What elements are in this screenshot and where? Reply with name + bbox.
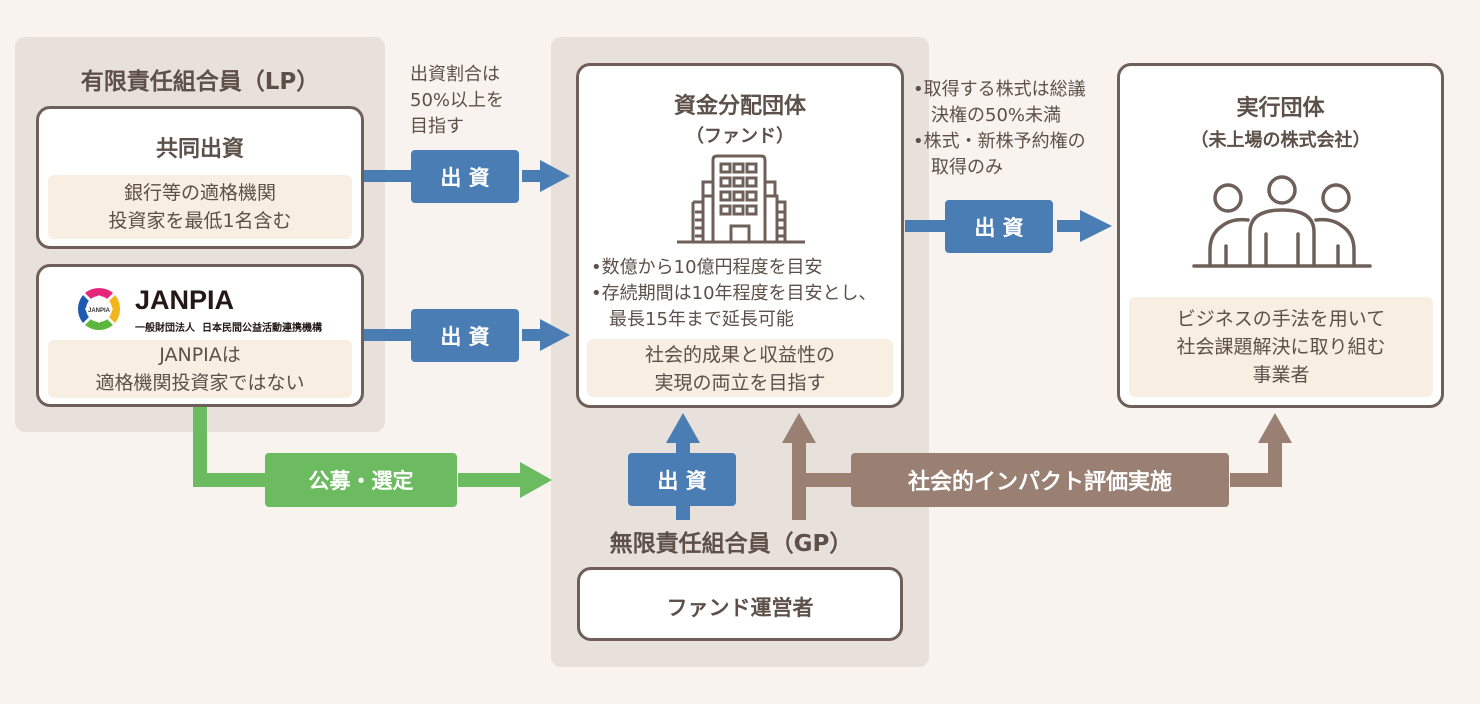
note-line: 投資家を最低1名含む (108, 210, 292, 232)
executor-title: 実行団体 (1236, 96, 1325, 121)
investment-ratio-note: 出資割合は 50%以上を 目指す (410, 62, 504, 140)
building-icon (677, 154, 805, 244)
arrow-fund-to-executor (905, 210, 1112, 242)
people-icon (1192, 175, 1372, 268)
arrow-selection (193, 405, 552, 498)
note-line: 社会的成果と収益性の (644, 344, 835, 366)
invest-label-executor: 出 資 (945, 200, 1053, 253)
joint-investment-card: 共同出資 銀行等の適格機関 投資家を最低1名含む (36, 106, 364, 249)
janpia-logo-subtitle: 一般財団法人 日本民間公益活動連携機構 (135, 323, 322, 334)
note-line: 決権の50%未満 (913, 105, 1062, 126)
janpia-logo: JANPIA JANPIA 一般財団法人 日本民間公益活動連携機構 (71, 281, 351, 337)
note-line: JANPIAは (159, 344, 241, 366)
note-line: 銀行等の適格機関 (123, 182, 276, 204)
janpia-note: JANPIAは 適格機関投資家ではない (48, 340, 352, 398)
arrow-joint-to-fund (360, 160, 570, 192)
bullet-item: •存続期間は10年程度を目安とし、 (591, 283, 877, 304)
note-line: •株式・新株予約権の (913, 131, 1086, 152)
note-line: 実現の両立を目指す (654, 372, 826, 394)
joint-investment-title: 共同出資 (155, 137, 244, 162)
lp-title: 有限責任組合員（LP） (80, 69, 320, 95)
invest-label-janpia: 出 資 (411, 309, 519, 362)
bullet-item: •数億から10億円程度を目安 (591, 257, 823, 278)
fund-manager-label: ファンド運営者 (666, 596, 814, 620)
fund-manager-card: ファンド運営者 (577, 567, 903, 641)
arrow-impact (782, 413, 1292, 520)
share-note: •取得する株式は総議 決権の50%未満 •株式・新株予約権の 取得のみ (913, 77, 1086, 181)
note-line: 事業者 (1252, 364, 1310, 386)
note-line: ビジネスの手法を用いて (1176, 308, 1386, 330)
note-line: •取得する株式は総議 (913, 79, 1086, 100)
selection-label: 公募・選定 (265, 453, 457, 507)
note-line: 目指す (410, 116, 464, 137)
logo-badge-text: JANPIA (88, 308, 111, 314)
executor-card: 実行団体 （未上場の株式会社） ビジネスの手法を用いて 社会課題解決に取り組む … (1117, 63, 1444, 408)
fund-note: 社会的成果と収益性の 実現の両立を目指す (587, 339, 893, 397)
janpia-logo-name: JANPIA (135, 285, 235, 315)
impact-evaluation-label: 社会的インパクト評価実施 (851, 453, 1229, 507)
note-line: 取得のみ (913, 157, 1003, 178)
note-line: 社会課題解決に取り組む (1176, 336, 1386, 358)
janpia-logo-icon: JANPIA (77, 287, 121, 331)
fund-title: 資金分配団体 (673, 94, 806, 119)
arrow-janpia-to-fund (360, 319, 570, 351)
fund-card: 資金分配団体 （ファンド） •数億から10億円程度を目安 •存続期間は10年程度… (576, 63, 904, 408)
invest-label-joint: 出 資 (411, 150, 519, 203)
gp-title: 無限責任組合員（GP） (609, 531, 853, 557)
note-line: 50%以上を (410, 90, 505, 111)
executor-note: ビジネスの手法を用いて 社会課題解決に取り組む 事業者 (1129, 297, 1433, 397)
invest-label-gp: 出 資 (628, 453, 736, 506)
fund-bullets: •数億から10億円程度を目安 •存続期間は10年程度を目安とし、 最長15年まで… (591, 255, 877, 333)
arrow-gp-to-fund (666, 413, 700, 520)
bullet-item: 最長15年まで延長可能 (591, 309, 794, 330)
note-line: 出資割合は (410, 64, 500, 85)
joint-investment-note: 銀行等の適格機関 投資家を最低1名含む (48, 175, 352, 239)
fund-subtitle: （ファンド） (686, 126, 794, 147)
janpia-card: JANPIA JANPIA 一般財団法人 日本民間公益活動連携機構 JANPIA… (36, 264, 364, 407)
note-line: 適格機関投資家ではない (95, 372, 305, 394)
executor-subtitle: （未上場の株式会社） (1190, 130, 1371, 151)
